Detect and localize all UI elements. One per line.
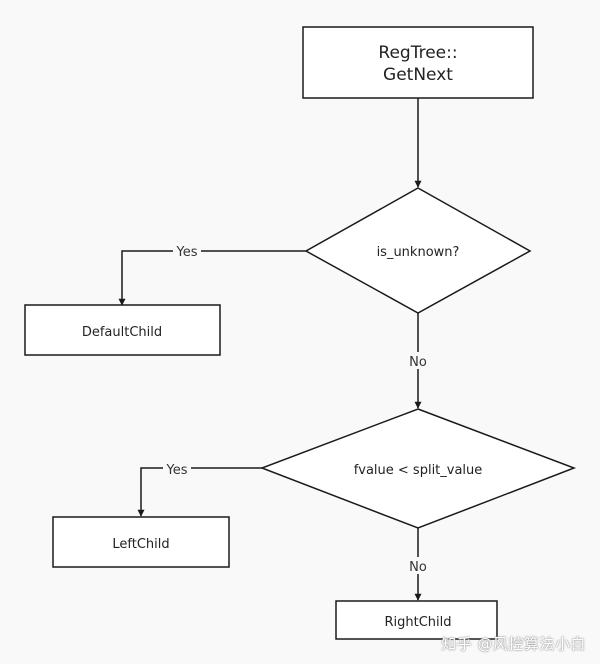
start-node-label-line1: RegTree:: — [378, 43, 457, 63]
edge-label-bg — [404, 557, 432, 574]
edge-decision2-yes — [137, 467, 262, 517]
edge-decision1-yes-label: Yes — [176, 245, 198, 260]
decision1-label: is_unknown? — [377, 245, 460, 260]
edge-label-bg — [163, 461, 191, 477]
right-child-label: RightChild — [384, 615, 451, 630]
start-node-label-line2: GetNext — [383, 65, 453, 85]
left-child-label: LeftChild — [112, 537, 169, 552]
left-child-node — [52, 516, 230, 568]
edge-decision1-no-label: No — [409, 355, 427, 370]
decision2-label: fvalue < split_value — [354, 463, 483, 478]
watermark: 知乎 @风控算法小白 — [441, 635, 586, 653]
default-child-label: DefaultChild — [82, 325, 162, 340]
start-node — [302, 26, 534, 99]
edge-label-bg — [173, 243, 201, 259]
edge-decision2-no-label: No — [409, 560, 427, 575]
default-child-node — [24, 304, 221, 356]
right-child-node — [335, 600, 498, 640]
edge-decision1-yes — [118, 250, 306, 306]
edge-decision2-yes-label: Yes — [166, 463, 188, 478]
edge-label-bg — [404, 352, 432, 369]
